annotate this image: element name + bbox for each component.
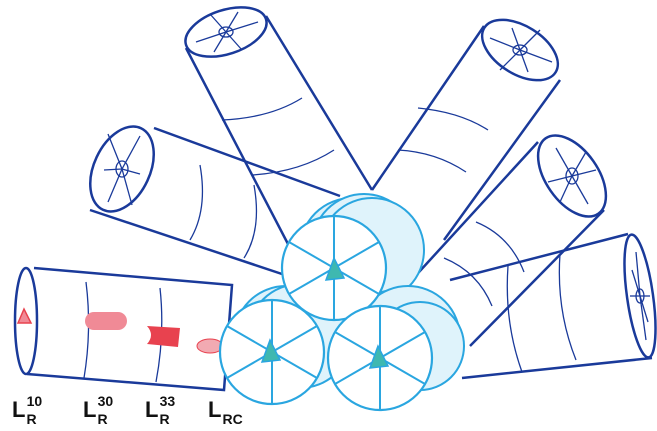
cylinder-upper-right [370, 18, 562, 241]
label-lr10-sub: R [26, 411, 37, 427]
label-lrc-main: L [208, 397, 222, 422]
cylinder-right [449, 232, 657, 380]
label-lrc-sub: RC [222, 411, 243, 427]
cylinder-upper-left [184, 6, 374, 245]
ring-bottom-right [326, 304, 434, 412]
label-lr10-main: L [12, 397, 26, 422]
label-lr33-sup: 33 [159, 393, 176, 409]
highlight-markers [16, 307, 224, 354]
marker-triangle-left [260, 338, 282, 363]
label-lr33-sub: R [159, 411, 170, 427]
label-lr30-main: L [83, 397, 97, 422]
marker-lr10 [16, 307, 33, 324]
label-lr30-sup: 30 [97, 393, 114, 409]
cylinder-right-upper [407, 134, 608, 347]
label-lr30: LR 30 [83, 393, 113, 427]
marker-triangle-top [324, 256, 346, 281]
label-lr10: LR 10 [12, 393, 42, 427]
label-lrc: LRC [208, 397, 243, 427]
label-lr33-main: L [145, 397, 159, 422]
label-lr30-sub: R [97, 411, 108, 427]
marker-lr33 [147, 326, 180, 347]
label-lr33: LR 33 [145, 393, 175, 427]
cylinder-left [13, 266, 234, 392]
ring-bottom-left [218, 298, 326, 406]
cylinder-left-upper [89, 125, 341, 282]
label-lr10-sup: 10 [26, 393, 43, 409]
ring-top [280, 214, 388, 322]
marker-lr30 [85, 312, 127, 330]
marker-triangle-right [368, 344, 390, 369]
